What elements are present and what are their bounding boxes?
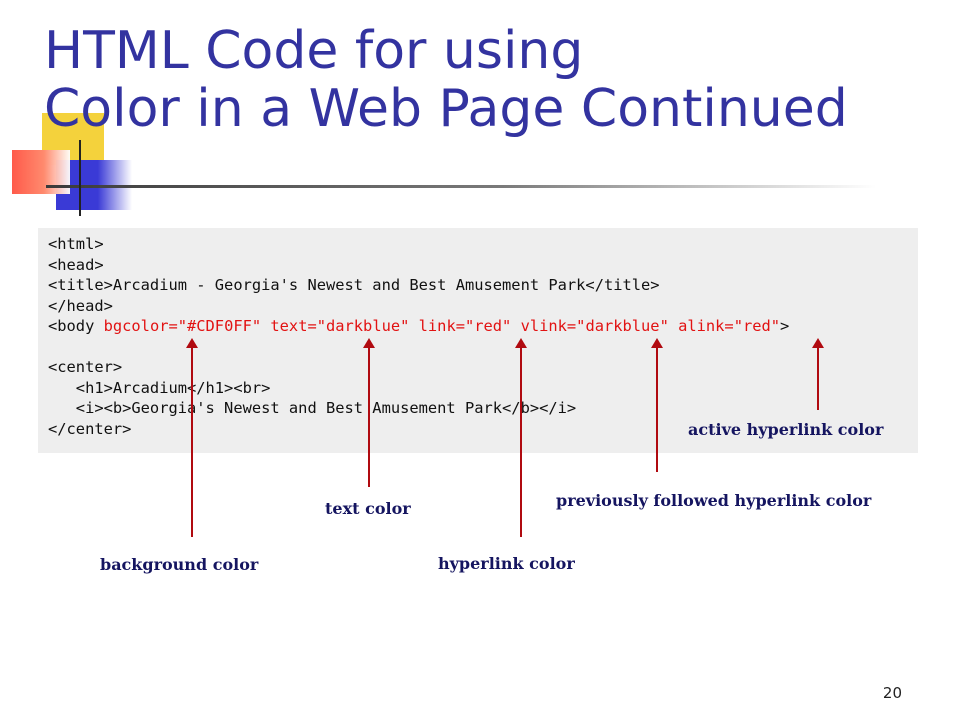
code-body-prefix: <body [48, 317, 104, 335]
code-body-attributes: bgcolor="#CDF0FF" text="darkblue" link="… [103, 317, 781, 335]
label-hyperlink-color: hyperlink color [438, 554, 575, 573]
arrow-up-icon [515, 338, 527, 537]
code-line: <head> [48, 255, 104, 274]
code-line: </head> [48, 296, 113, 315]
arrow-up-icon [363, 338, 375, 487]
title-line-2: Color in a Web Page Continued [44, 79, 848, 139]
title-line-1: HTML Code for using [44, 21, 584, 81]
code-line: <i><b>Georgia's Newest and Best Amusemen… [48, 399, 577, 417]
code-line: <title>Arcadium - Georgia's Newest and B… [48, 276, 660, 294]
code-line: </center> [48, 419, 132, 438]
arrow-up-icon [812, 338, 824, 410]
page-number: 20 [882, 684, 902, 702]
title-underline [46, 185, 876, 188]
code-line: <center> [48, 358, 123, 376]
arrow-up-icon [186, 338, 198, 537]
code-line: <h1>Arcadium</h1><br> [48, 378, 271, 397]
label-background-color: background color [100, 555, 259, 574]
label-visited-link-color: previously followed hyperlink color [556, 491, 872, 510]
arrow-up-icon [651, 338, 663, 472]
label-text-color: text color [325, 499, 411, 518]
slide-title: HTML Code for using Color in a Web Page … [44, 22, 848, 138]
code-body-suffix: > [780, 317, 790, 335]
code-line-body: <body bgcolor="#CDF0FF" text="darkblue" … [48, 316, 908, 337]
code-line: <html> [48, 235, 104, 253]
label-active-link-color: active hyperlink color [688, 420, 884, 439]
code-line [48, 337, 908, 358]
title-vertical-rule [79, 140, 81, 216]
code-screenshot: <html> <head> <title>Arcadium - Georgia'… [38, 228, 918, 453]
